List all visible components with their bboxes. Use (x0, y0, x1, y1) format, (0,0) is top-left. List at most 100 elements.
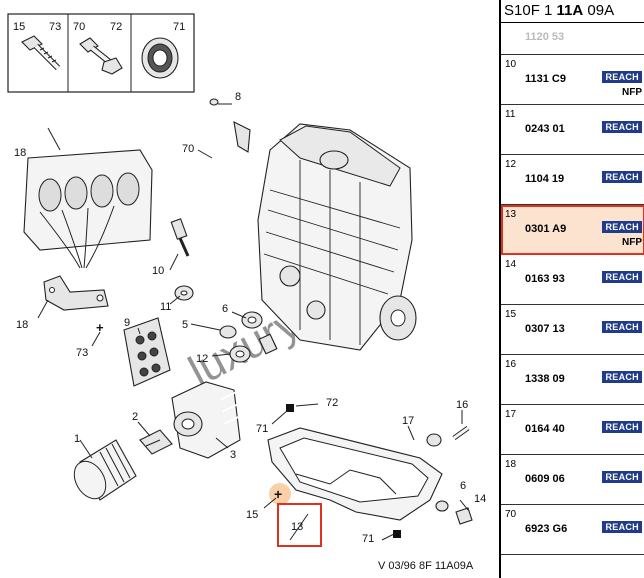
callout-5: 5 (182, 319, 188, 331)
part-index: 70 (505, 509, 517, 520)
oil-cooler-plate (123, 317, 171, 387)
part-reference[interactable]: 0307 13 (525, 323, 565, 335)
callout-6b: 6 (460, 480, 466, 492)
callout-18: 18 (16, 319, 28, 331)
part-row[interactable]: 13 0301 A9 REACH NFP (501, 205, 644, 255)
part-reference[interactable]: 1120 53 (525, 31, 565, 43)
nfp-label: NFP (622, 87, 642, 98)
nfp-label: NFP (622, 237, 642, 248)
part-row[interactable]: 15 0307 13 REACH (501, 305, 644, 355)
reach-badge[interactable]: REACH (602, 421, 642, 433)
part-reference[interactable]: 1131 C9 (525, 73, 566, 85)
inset-label-73: 73 (49, 21, 61, 33)
oil-sump-pan (267, 427, 443, 521)
reach-badge[interactable]: REACH (602, 521, 642, 533)
part-row[interactable]: 14 0163 93 REACH (501, 255, 644, 305)
engine-block-outline (23, 149, 153, 269)
part-row[interactable]: 18 0609 06 REACH (501, 455, 644, 505)
bolt-nut-icon (79, 37, 123, 75)
callout-13[interactable]: 13 (291, 521, 303, 533)
part-index: 13 (505, 209, 517, 220)
part-reference[interactable]: 6923 G6 (525, 523, 568, 535)
header-suffix: 09A (583, 2, 615, 19)
dipstick-tube (194, 98, 251, 237)
callout-6: 6 (222, 303, 228, 315)
reach-badge[interactable]: REACH (602, 171, 642, 183)
callout-3: 3 (230, 449, 236, 461)
fastener-inset: 15 73 70 72 71 (7, 13, 195, 93)
engine-assembly (257, 123, 417, 351)
reach-badge[interactable]: REACH (602, 271, 642, 283)
part-row[interactable]: 11 0243 01 REACH (501, 105, 644, 155)
reach-badge[interactable]: REACH (602, 121, 642, 133)
part-reference[interactable]: 1104 19 (525, 173, 565, 185)
part-row[interactable]: 70 6923 G6 REACH (501, 505, 644, 555)
oil-filter-housing (171, 365, 323, 459)
part-reference[interactable]: 0163 93 (525, 273, 565, 285)
part-row[interactable]: 12 1104 19 REACH (501, 155, 644, 205)
oil-filter (73, 439, 137, 501)
inset-label-70: 70 (73, 21, 85, 33)
callout-73: 73 (76, 347, 88, 359)
callout-10: 10 (152, 265, 164, 277)
part-index: 10 (505, 59, 517, 70)
seal-ring-icon (141, 37, 179, 79)
part-reference[interactable]: 0164 40 (525, 423, 565, 435)
part-reference[interactable]: 0243 01 (525, 123, 565, 135)
bracket-part (43, 275, 109, 311)
part-row[interactable]: 10 1131 C9 REACH NFP (501, 55, 644, 105)
callout-1: 1 (74, 433, 80, 445)
part-index: 16 (505, 359, 517, 370)
diagram-reference-header: S10F 1 11A 09A (501, 0, 644, 23)
sump-bolts (426, 425, 470, 447)
selected-part-box[interactable] (277, 503, 322, 547)
leader-lines (37, 103, 469, 541)
callout-16: 16 (456, 399, 468, 411)
exploded-parts-diagram: luxury.com 15 73 70 72 71 (7, 13, 486, 572)
inset-label-71: 71 (173, 21, 185, 33)
callout-71: 71 (256, 423, 268, 435)
oil-pressure-sensor (170, 218, 190, 257)
reach-badge[interactable]: REACH (602, 221, 642, 233)
callout-2: 2 (132, 411, 138, 423)
callout-72: 72 (326, 397, 338, 409)
part-reference[interactable]: 1338 09 (525, 373, 565, 385)
reach-badge[interactable]: REACH (602, 321, 642, 333)
part-index: 11 (505, 109, 516, 120)
callout-71b: 71 (362, 533, 374, 545)
reach-badge[interactable]: REACH (602, 471, 642, 483)
part-index: 18 (505, 459, 517, 470)
callout-9: 9 (124, 317, 130, 329)
part-row[interactable]: 1120 53 (501, 23, 644, 55)
part-reference[interactable]: 0609 06 (525, 473, 565, 485)
callout-15: 15 (246, 509, 258, 521)
plus-marker-icon: + (274, 486, 282, 502)
bolt-icon (21, 35, 61, 71)
part-index: 17 (505, 409, 517, 420)
reach-badge[interactable]: REACH (602, 71, 642, 83)
inset-label-15: 15 (13, 21, 25, 33)
inset-label-72: 72 (110, 21, 122, 33)
callout-17: 17 (402, 415, 414, 427)
connector-fittings (219, 311, 278, 363)
callout-70: 70 (182, 143, 194, 155)
drain-plug (435, 500, 473, 525)
plus-marker-icon: + (96, 320, 104, 335)
part-index: 12 (505, 159, 517, 170)
header-prefix: S10F 1 (504, 2, 557, 19)
part-index: 15 (505, 309, 517, 320)
callout-11: 11 (160, 301, 171, 313)
filter-adapter (139, 429, 173, 455)
callout-8: 8 (235, 91, 241, 103)
fastener-marker-icon (286, 404, 294, 412)
callout-14: 14 (474, 493, 486, 505)
part-row[interactable]: 16 1338 09 REACH (501, 355, 644, 405)
callout-12: 12 (196, 353, 208, 365)
reach-badge[interactable]: REACH (602, 371, 642, 383)
part-reference[interactable]: 0301 A9 (525, 223, 567, 235)
callout-18-top: 18 (14, 147, 26, 159)
part-row[interactable]: 17 0164 40 REACH (501, 405, 644, 455)
part-index: 14 (505, 259, 517, 270)
